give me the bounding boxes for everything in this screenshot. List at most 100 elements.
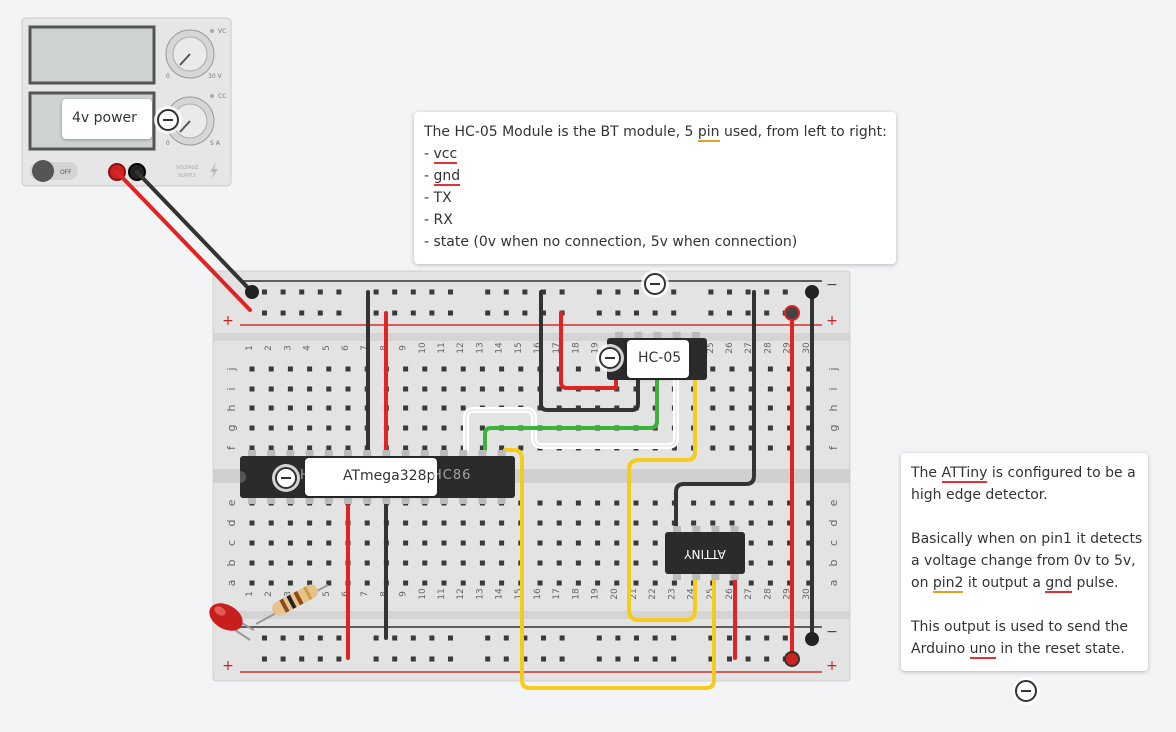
hole[interactable] bbox=[479, 386, 485, 392]
hole[interactable] bbox=[460, 405, 466, 411]
hole[interactable] bbox=[767, 520, 773, 526]
rail-hole[interactable] bbox=[280, 656, 286, 662]
hole[interactable] bbox=[479, 560, 485, 566]
hole[interactable] bbox=[748, 425, 754, 431]
rail-hole[interactable] bbox=[634, 289, 639, 295]
hole[interactable] bbox=[326, 540, 332, 546]
hole[interactable] bbox=[652, 520, 658, 526]
rail-hole[interactable] bbox=[262, 635, 267, 641]
hole[interactable] bbox=[364, 560, 370, 566]
rail-hole[interactable] bbox=[541, 310, 546, 316]
rail-hole[interactable] bbox=[634, 656, 639, 662]
hole[interactable] bbox=[652, 560, 658, 566]
hole[interactable] bbox=[326, 425, 332, 431]
rail-hole[interactable] bbox=[280, 310, 286, 316]
hole[interactable] bbox=[748, 560, 754, 566]
hole[interactable] bbox=[729, 425, 735, 431]
hole[interactable] bbox=[287, 366, 293, 372]
hole[interactable] bbox=[652, 540, 658, 546]
hole[interactable] bbox=[729, 366, 735, 372]
hole[interactable] bbox=[806, 540, 812, 546]
hole[interactable] bbox=[307, 520, 313, 526]
hole[interactable] bbox=[767, 386, 773, 392]
hole[interactable] bbox=[422, 520, 428, 526]
hole[interactable] bbox=[806, 405, 812, 411]
rail-hole[interactable] bbox=[448, 635, 453, 641]
rail-hole[interactable] bbox=[615, 289, 621, 295]
hole[interactable] bbox=[729, 405, 735, 411]
rail-hole[interactable] bbox=[559, 635, 565, 641]
rail-hole[interactable] bbox=[317, 656, 323, 662]
hole[interactable] bbox=[556, 520, 562, 526]
hole[interactable] bbox=[403, 445, 409, 451]
hole[interactable] bbox=[422, 425, 428, 431]
hole[interactable] bbox=[518, 445, 524, 451]
hole[interactable] bbox=[249, 580, 255, 586]
hole[interactable] bbox=[595, 500, 601, 506]
hole[interactable] bbox=[787, 366, 793, 372]
hole[interactable] bbox=[787, 580, 793, 586]
rail-hole[interactable] bbox=[541, 289, 546, 295]
hole[interactable] bbox=[326, 580, 332, 586]
wires[interactable] bbox=[115, 170, 814, 690]
rail-hole[interactable] bbox=[448, 656, 453, 662]
hole[interactable] bbox=[499, 366, 505, 372]
hole[interactable] bbox=[268, 405, 274, 411]
hole[interactable] bbox=[633, 520, 639, 526]
hole[interactable] bbox=[614, 520, 620, 526]
rail-hole[interactable] bbox=[708, 635, 714, 641]
hole[interactable] bbox=[633, 580, 639, 586]
hole[interactable] bbox=[710, 405, 716, 411]
rail-hole[interactable] bbox=[317, 310, 323, 316]
rail-hole[interactable] bbox=[745, 310, 751, 316]
hole[interactable] bbox=[326, 560, 332, 566]
rail-hole[interactable] bbox=[429, 310, 435, 316]
rail-hole[interactable] bbox=[652, 310, 658, 316]
hc05-label[interactable]: HC-05 bbox=[627, 340, 689, 378]
hole[interactable] bbox=[575, 366, 581, 372]
hole[interactable] bbox=[595, 560, 601, 566]
hole[interactable] bbox=[595, 580, 601, 586]
hole[interactable] bbox=[748, 445, 754, 451]
hole[interactable] bbox=[345, 386, 351, 392]
hole[interactable] bbox=[460, 520, 466, 526]
rail-hole[interactable] bbox=[503, 656, 509, 662]
rail-hole[interactable] bbox=[485, 310, 491, 316]
hole[interactable] bbox=[287, 425, 293, 431]
hole[interactable] bbox=[767, 425, 773, 431]
hole[interactable] bbox=[287, 445, 293, 451]
rail-hole[interactable] bbox=[522, 310, 528, 316]
rail-hole[interactable] bbox=[782, 289, 788, 295]
hole[interactable] bbox=[499, 445, 505, 451]
wire-hc05-vcc[interactable] bbox=[559, 311, 618, 390]
hole[interactable] bbox=[479, 520, 485, 526]
rail-hole[interactable] bbox=[596, 635, 602, 641]
hole[interactable] bbox=[441, 386, 447, 392]
hole[interactable] bbox=[441, 425, 447, 431]
hole[interactable] bbox=[499, 386, 505, 392]
hole[interactable] bbox=[479, 540, 485, 546]
rail-hole[interactable] bbox=[634, 310, 639, 316]
wire-hc05-gnd[interactable] bbox=[539, 290, 640, 412]
hole[interactable] bbox=[537, 540, 543, 546]
rail-hole[interactable] bbox=[373, 289, 379, 295]
hole[interactable] bbox=[287, 386, 293, 392]
rail-hole[interactable] bbox=[615, 656, 621, 662]
rail-hole[interactable] bbox=[727, 656, 732, 662]
hole[interactable] bbox=[787, 560, 793, 566]
hole[interactable] bbox=[575, 540, 581, 546]
hole[interactable] bbox=[422, 560, 428, 566]
current-knob[interactable] bbox=[165, 96, 215, 146]
rail-hole[interactable] bbox=[503, 310, 509, 316]
rail-hole[interactable] bbox=[485, 289, 491, 295]
hole[interactable] bbox=[556, 500, 562, 506]
hole[interactable] bbox=[403, 425, 409, 431]
rail-hole[interactable] bbox=[299, 310, 305, 316]
hole[interactable] bbox=[307, 540, 313, 546]
hole[interactable] bbox=[441, 540, 447, 546]
hole[interactable] bbox=[441, 560, 447, 566]
rail-hole[interactable] bbox=[262, 310, 267, 316]
hole[interactable] bbox=[595, 540, 601, 546]
rail-hole[interactable] bbox=[336, 635, 342, 641]
